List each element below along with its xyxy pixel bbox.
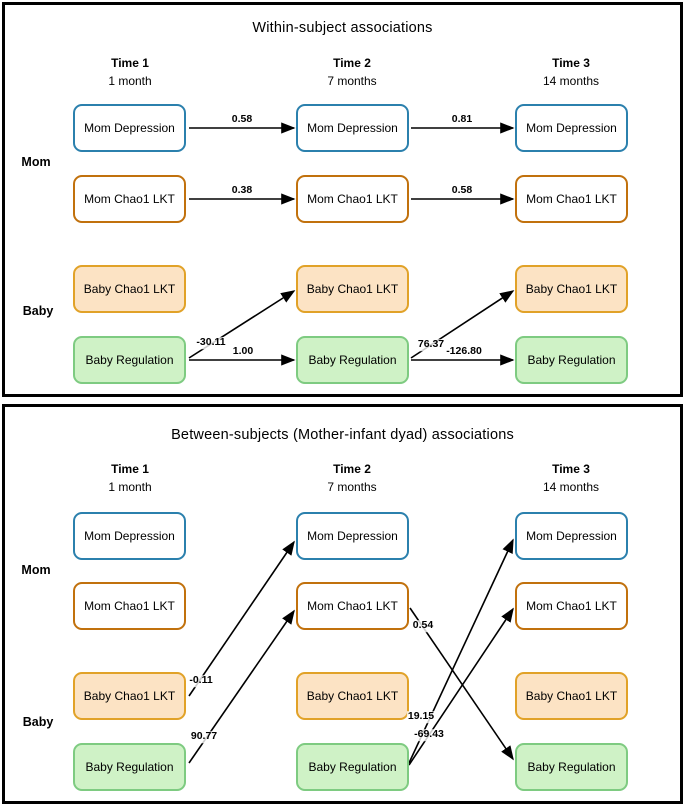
time-subheader-14-months-within: 14 months	[542, 74, 600, 88]
time-subheader-1-month-within: 1 month	[108, 74, 152, 88]
node-mom-chao1-lkt-t1-between: Mom Chao1 LKT	[73, 582, 186, 630]
node-baby-chao1-lkt-t3-within: Baby Chao1 LKT	[515, 265, 628, 313]
panel-title-within: Within-subject associations	[252, 20, 433, 36]
time-header-time-3-within: Time 3	[552, 56, 590, 70]
node-baby-regulation-t3-between: Baby Regulation	[515, 743, 628, 791]
row-group-label-mom-between: Mom	[21, 563, 51, 577]
node-baby-chao1-lkt-t1-within: Baby Chao1 LKT	[73, 265, 186, 313]
edge-coefficient-baby-regulation-t2-to-mom-depression-t3: 19.15	[406, 710, 436, 723]
time-header-time-2-within: Time 2	[333, 56, 371, 70]
node-mom-chao1-lkt-t1-within: Mom Chao1 LKT	[73, 175, 186, 223]
panel-within-subject: Within-subject associations	[2, 2, 683, 397]
node-mom-depression-t1-between: Mom Depression	[73, 512, 186, 560]
edge-coefficient-mom-chao1-lkt-t1-to-mom-chao1-lkt-t2: 0.38	[230, 184, 254, 197]
time-subheader-14-months-between: 14 months	[542, 480, 600, 494]
edge-coefficient-mom-chao1-lkt-t2-to-mom-chao1-lkt-t3: 0.58	[450, 184, 474, 197]
row-group-label-baby-within: Baby	[22, 304, 54, 318]
edge-coefficient-mom-depression-t1-to-mom-depression-t2: 0.58	[230, 113, 254, 126]
node-mom-depression-t2-within: Mom Depression	[296, 104, 409, 152]
node-mom-chao1-lkt-t2-between: Mom Chao1 LKT	[296, 582, 409, 630]
edge-coefficient-mom-chao1-lkt-t2-to-baby-regulation-t3: 0.54	[411, 619, 435, 632]
node-baby-regulation-t3-within: Baby Regulation	[515, 336, 628, 384]
edge-coefficient-baby-regulation-t1-to-baby-chao1-lkt-t2: -30.11	[195, 336, 227, 349]
edge-coefficient-baby-chao1-lkt-t1-to-mom-depression-t2: -0.11	[188, 674, 214, 687]
edge-coefficient-baby-regulation-t2-to-baby-chao1-lkt-t3: 76.37	[416, 338, 446, 351]
node-baby-regulation-t1-within: Baby Regulation	[73, 336, 186, 384]
node-baby-chao1-lkt-t3-between: Baby Chao1 LKT	[515, 672, 628, 720]
edge-coefficient-mom-depression-t2-to-mom-depression-t3: 0.81	[450, 113, 474, 126]
node-baby-chao1-lkt-t2-between: Baby Chao1 LKT	[296, 672, 409, 720]
time-header-time-1-between: Time 1	[111, 462, 149, 476]
time-header-time-2-between: Time 2	[333, 462, 371, 476]
node-baby-chao1-lkt-t1-between: Baby Chao1 LKT	[73, 672, 186, 720]
edge-coefficient-baby-regulation-t1-to-mom-chao1-lkt-t2: 90.77	[189, 730, 219, 743]
node-baby-chao1-lkt-t2-within: Baby Chao1 LKT	[296, 265, 409, 313]
node-baby-regulation-t2-between: Baby Regulation	[296, 743, 409, 791]
time-header-time-3-between: Time 3	[552, 462, 590, 476]
node-mom-depression-t3-within: Mom Depression	[515, 104, 628, 152]
time-header-time-1-within: Time 1	[111, 56, 149, 70]
node-mom-depression-t1-within: Mom Depression	[73, 104, 186, 152]
edge-coefficient-baby-regulation-t2-to-mom-chao1-lkt-t3: -69.43	[413, 728, 445, 741]
edge-coefficient-baby-regulation-t1-to-baby-regulation-t2: 1.00	[231, 345, 255, 358]
node-mom-depression-t3-between: Mom Depression	[515, 512, 628, 560]
node-mom-chao1-lkt-t3-within: Mom Chao1 LKT	[515, 175, 628, 223]
row-group-label-mom-within: Mom	[21, 155, 51, 169]
node-baby-regulation-t1-between: Baby Regulation	[73, 743, 186, 791]
panel-between-subjects: Between-subjects (Mother-infant dyad) as…	[2, 404, 683, 804]
panel-title-between: Between-subjects (Mother-infant dyad) as…	[171, 427, 514, 443]
time-subheader-7-months-within: 7 months	[327, 74, 377, 88]
node-baby-regulation-t2-within: Baby Regulation	[296, 336, 409, 384]
time-subheader-7-months-between: 7 months	[327, 480, 377, 494]
time-subheader-1-month-between: 1 month	[108, 480, 152, 494]
edge-coefficient-baby-regulation-t2-to-baby-regulation-t3: -126.80	[445, 345, 483, 358]
row-group-label-baby-between: Baby	[22, 715, 54, 729]
node-mom-chao1-lkt-t3-between: Mom Chao1 LKT	[515, 582, 628, 630]
node-mom-chao1-lkt-t2-within: Mom Chao1 LKT	[296, 175, 409, 223]
node-mom-depression-t2-between: Mom Depression	[296, 512, 409, 560]
